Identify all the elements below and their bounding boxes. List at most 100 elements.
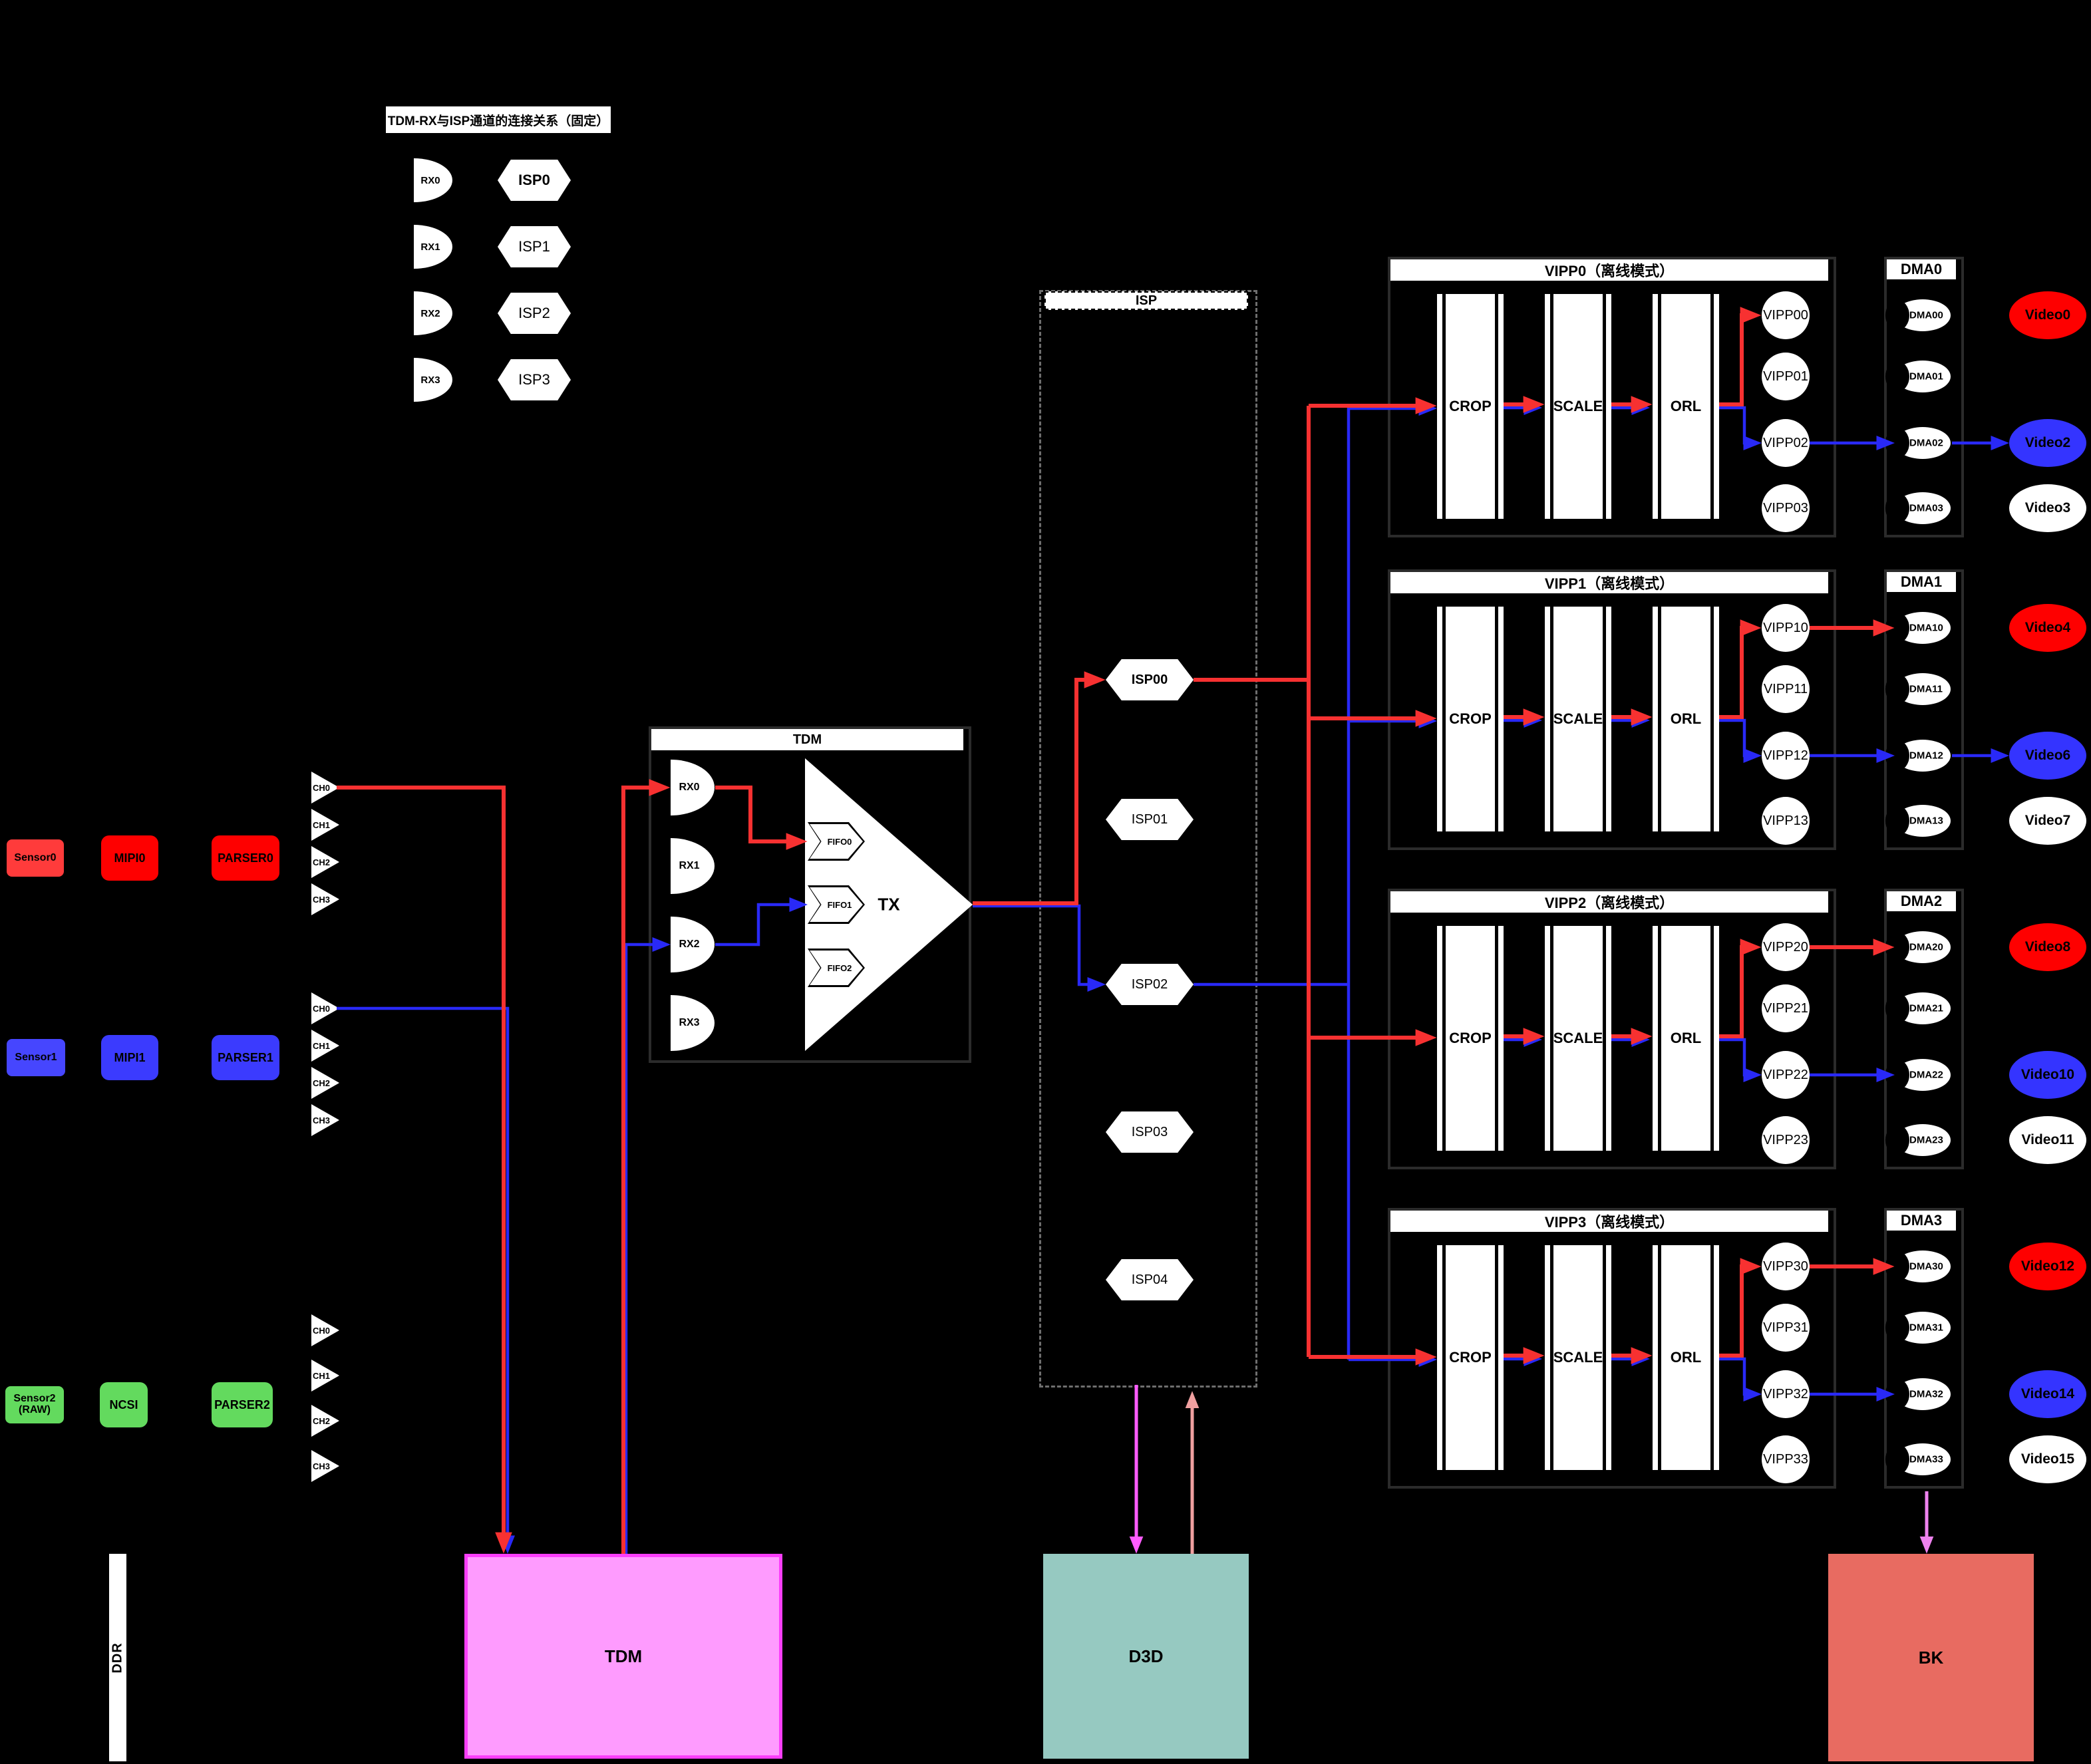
sensor2-box: Sensor2 (RAW) [5, 1386, 64, 1423]
video11-label: Video11 [2021, 1132, 2074, 1147]
legend-rx0-label: RX0 [420, 174, 440, 186]
video10-oval: Video10 [2009, 1051, 2086, 1099]
tdm-rx0-label: RX0 [679, 782, 700, 793]
legend-isp0-shape: ISP0 [498, 160, 571, 201]
parser2-ch1-triangle: CH1 [311, 1360, 339, 1392]
video7-label: Video7 [2024, 813, 2071, 828]
vipp31-label: VIPP31 [1763, 1320, 1808, 1335]
dma0-title: DMA0 [1887, 259, 1956, 279]
ch-label: CH2 [313, 857, 331, 867]
orl-label: ORL [1670, 1030, 1702, 1046]
video4-label: Video4 [2024, 620, 2071, 635]
vipp11-circle: VIPP11 [1762, 665, 1810, 713]
video8-label: Video8 [2024, 939, 2071, 955]
sensor2-sub-label: (RAW) [19, 1404, 51, 1415]
parser1-ch0-triangle: CH0 [311, 992, 339, 1024]
legend-rx1-label: RX1 [420, 241, 440, 253]
dma00-shape: DMA00 [1885, 299, 1951, 331]
dma2-title: DMA2 [1887, 891, 1956, 911]
bk-memory-label: BK [1918, 1647, 1944, 1668]
video3-label: Video3 [2024, 500, 2071, 515]
ch-label: CH2 [313, 1078, 331, 1088]
parser2-box: PARSER2 [212, 1382, 273, 1427]
legend-title: TDM-RX与ISP通道的连接关系（固定） [385, 105, 612, 134]
vipp00-label: VIPP00 [1763, 307, 1808, 323]
sensor1-label: Sensor1 [15, 1051, 57, 1063]
vipp0-stage-scale: SCALE [1545, 294, 1611, 519]
vipp00-circle: VIPP00 [1762, 291, 1810, 339]
isp02-label: ISP02 [1131, 976, 1168, 992]
parser0-label: PARSER0 [218, 851, 273, 865]
vipp32-circle: VIPP32 [1762, 1370, 1810, 1418]
dma12-label: DMA12 [1909, 750, 1943, 762]
vipp03-label: VIPP03 [1763, 500, 1808, 515]
dma02-label: DMA02 [1909, 437, 1943, 449]
dma32-shape: DMA32 [1885, 1378, 1951, 1410]
ddr-bar: DDR [109, 1554, 126, 1761]
ch-label: CH3 [313, 894, 331, 905]
ncsi-box: NCSI [100, 1382, 148, 1427]
vipp2-stage-orl: ORL [1653, 926, 1719, 1151]
scale-label: SCALE [1553, 1349, 1603, 1366]
ddr-label: DDR [110, 1642, 125, 1674]
ch-label: CH3 [313, 1115, 331, 1125]
parser0-box: PARSER0 [212, 835, 279, 881]
crop-label: CROP [1449, 710, 1492, 727]
vipp01-label: VIPP01 [1763, 368, 1808, 384]
vipp3-stage-scale: SCALE [1545, 1245, 1611, 1470]
vipp12-label: VIPP12 [1763, 748, 1808, 763]
parser0-ch3-triangle: CH3 [311, 883, 339, 915]
vipp30-circle: VIPP30 [1762, 1243, 1810, 1290]
isp-block-title: ISP [1045, 291, 1248, 310]
isp00-label: ISP00 [1131, 672, 1168, 687]
dma33-shape: DMA33 [1885, 1443, 1951, 1475]
dma02-shape: DMA02 [1885, 427, 1951, 459]
parser2-ch2-triangle: CH2 [311, 1405, 339, 1437]
ch-label: CH1 [313, 819, 331, 830]
vipp02-label: VIPP02 [1763, 435, 1808, 450]
dma33-label: DMA33 [1909, 1453, 1943, 1465]
dma32-label: DMA32 [1909, 1388, 1943, 1400]
ch-label: CH2 [313, 1415, 331, 1426]
isp01-hex: ISP01 [1106, 799, 1194, 840]
video12-oval: Video12 [2009, 1243, 2086, 1290]
dma22-label: DMA22 [1909, 1069, 1943, 1081]
mipi1-label: MIPI1 [114, 1050, 146, 1064]
crop-label: CROP [1449, 1030, 1492, 1046]
parser1-ch2-triangle: CH2 [311, 1067, 339, 1099]
tdm-fifo2-label: FIFO2 [827, 962, 852, 973]
ncsi-label: NCSI [109, 1397, 138, 1411]
ch-label: CH1 [313, 1370, 331, 1381]
legend-isp2-label: ISP2 [518, 305, 550, 321]
vipp11-label: VIPP11 [1763, 681, 1808, 696]
legend-rx0-shape: RX0 [414, 158, 452, 202]
legend-isp3-shape: ISP3 [498, 359, 571, 400]
vipp02-circle: VIPP02 [1762, 419, 1810, 467]
vipp1-stage-orl: ORL [1653, 607, 1719, 831]
video6-label: Video6 [2024, 748, 2071, 763]
tdm-memory-box: TDM [464, 1554, 782, 1759]
dma10-shape: DMA10 [1885, 612, 1951, 644]
tdm-tx-label: TX [878, 894, 900, 915]
isp01-label: ISP01 [1131, 811, 1168, 827]
dma3-title: DMA3 [1887, 1211, 1956, 1231]
dma11-shape: DMA11 [1885, 673, 1951, 705]
video4-oval: Video4 [2009, 604, 2086, 652]
vipp12-circle: VIPP12 [1762, 732, 1810, 780]
scale-label: SCALE [1553, 1030, 1603, 1046]
vipp22-circle: VIPP22 [1762, 1051, 1810, 1099]
vipp13-circle: VIPP13 [1762, 797, 1810, 845]
parser2-label: PARSER2 [214, 1397, 270, 1411]
dma10-label: DMA10 [1909, 622, 1943, 634]
dma12-shape: DMA12 [1885, 740, 1951, 772]
tdm-fifo0-label: FIFO0 [827, 836, 852, 847]
sensor1-box: Sensor1 [7, 1039, 65, 1076]
dma00-label: DMA00 [1909, 309, 1943, 321]
parser2-ch0-triangle: CH0 [311, 1314, 339, 1346]
mipi0-label: MIPI0 [114, 851, 146, 865]
vipp3-title: VIPP3（离线模式） [1390, 1211, 1828, 1232]
ch-label: CH0 [313, 1325, 331, 1336]
video14-oval: Video14 [2009, 1370, 2086, 1418]
video10-label: Video10 [2020, 1067, 2075, 1082]
isp03-hex: ISP03 [1106, 1111, 1194, 1153]
